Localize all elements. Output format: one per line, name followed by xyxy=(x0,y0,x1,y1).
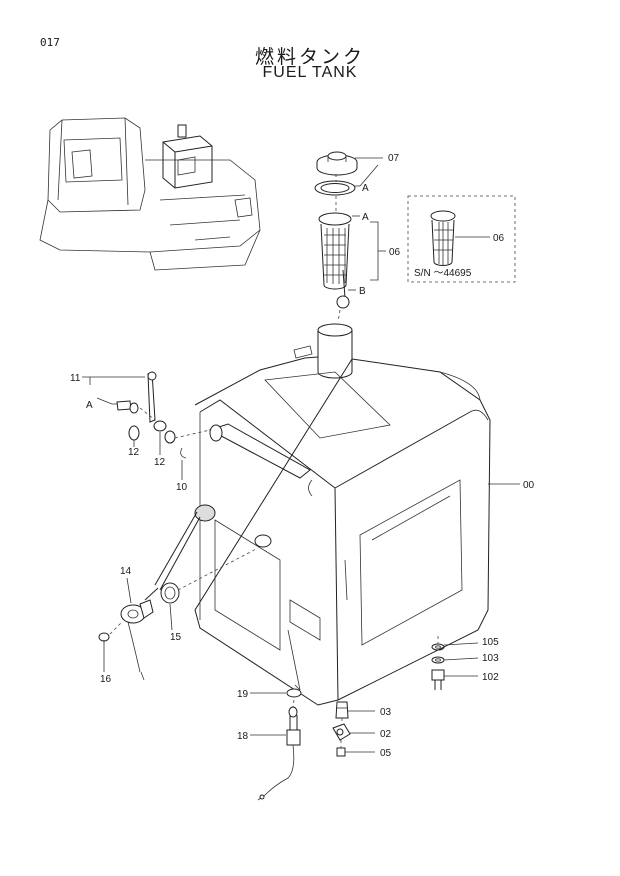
callout-103: 103 xyxy=(482,653,499,664)
callout-105: 105 xyxy=(482,637,499,648)
callout-05: 05 xyxy=(380,748,392,759)
ref-a-mid: A xyxy=(362,212,369,223)
fuel-tank-body xyxy=(194,323,491,706)
callout-12b: 12 xyxy=(154,457,166,468)
ref-a-top: A xyxy=(362,183,369,194)
callout-11: 11 xyxy=(70,373,81,384)
title-english: FUEL TANK xyxy=(262,64,358,81)
callout-12a: 12 xyxy=(128,447,140,458)
callout-06: 06 xyxy=(389,247,401,258)
callout-02: 02 xyxy=(380,729,392,740)
ref-b: B xyxy=(359,286,366,297)
callout-06-alt: 06 xyxy=(493,233,505,244)
callout-10: 10 xyxy=(176,482,188,493)
callout-15: 15 xyxy=(170,632,182,643)
filler-cap xyxy=(316,151,358,176)
upper-left-fittings xyxy=(116,371,211,459)
serial-note: S/N ～44695 xyxy=(414,268,472,279)
callout-19: 19 xyxy=(237,689,249,700)
callout-18: 18 xyxy=(237,731,249,742)
title-japanese: 燃料タンク xyxy=(254,46,365,68)
ref-a-left: A xyxy=(86,400,93,411)
callout-16: 16 xyxy=(100,674,112,685)
excavator-thumbnail xyxy=(39,117,261,271)
cap-gasket xyxy=(314,180,356,196)
callout-102: 102 xyxy=(482,672,499,683)
alternate-strainer-box: 06 S/N ～44695 xyxy=(407,195,516,283)
bolt-washers xyxy=(431,636,445,690)
strainer xyxy=(318,212,352,309)
drain-sensor xyxy=(257,688,302,801)
fuel-level-sensor xyxy=(98,504,259,681)
callout-07: 07 xyxy=(388,153,400,164)
page-number: 017 xyxy=(40,36,60,49)
callout-14: 14 xyxy=(120,566,132,577)
callout-00: 00 xyxy=(523,480,535,491)
callout-03: 03 xyxy=(380,707,392,718)
drain-cock xyxy=(332,701,351,757)
